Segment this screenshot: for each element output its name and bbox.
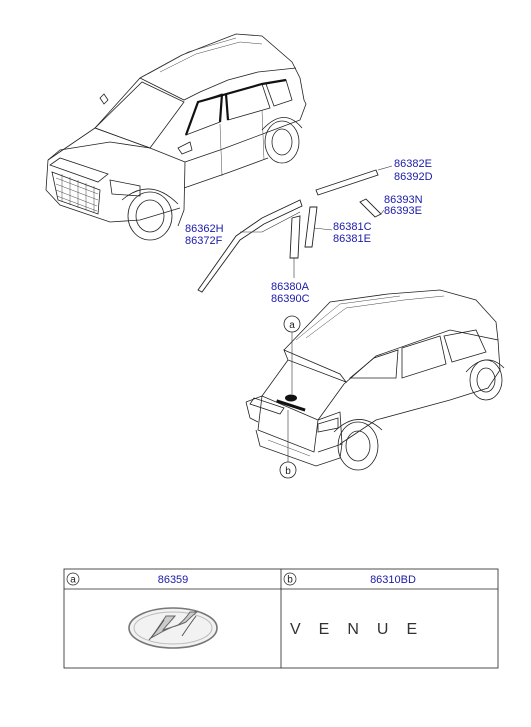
venue-emblem: VENUE <box>290 621 435 638</box>
rear-vehicle-illustration <box>245 289 505 471</box>
callout-drip-molding-1: 86362H <box>185 223 224 235</box>
callout-center-pillar-1: 86381C <box>333 221 372 233</box>
callout-center-pillar-2: 86381E <box>333 233 371 245</box>
callout-upper-garnish-2: 86392D <box>394 171 433 183</box>
part-number-b: 86310BD <box>370 574 416 586</box>
leader-lines <box>240 165 393 278</box>
drip-molding-part <box>197 199 303 293</box>
svg-text:a: a <box>289 320 295 331</box>
callout-delta-garnish-1: 86393N <box>384 194 423 206</box>
marker-a: a <box>283 315 301 394</box>
svg-text:b: b <box>287 575 293 586</box>
svg-text:b: b <box>285 466 291 477</box>
svg-text:a: a <box>70 575 76 586</box>
marker-b: b <box>279 410 297 479</box>
callout-front-pillar-1: 86380A <box>271 281 310 293</box>
callout-upper-garnish-1: 86382E <box>394 158 432 170</box>
parts-legend-table: a 86359 b 86310BD VENUE <box>63 568 499 669</box>
upper-garnish-part <box>315 169 379 196</box>
callout-front-pillar-2: 86390C <box>271 293 310 305</box>
delta-garnish-part <box>359 198 382 218</box>
callout-delta-garnish-2: 86393E <box>384 205 422 217</box>
table-header-b: b 86310BD <box>283 572 416 586</box>
front-pillar-part <box>289 215 301 259</box>
center-pillar-part <box>304 206 318 248</box>
callout-labels: 86382E 86392D 86393N 86393E 86362H 86372… <box>185 158 433 305</box>
part-number-a: 86359 <box>158 574 189 586</box>
front-vehicle-illustration <box>45 33 307 241</box>
table-header-a: a 86359 <box>66 572 189 586</box>
callout-drip-molding-2: 86372F <box>185 235 223 247</box>
hyundai-emblem-icon <box>128 607 218 649</box>
